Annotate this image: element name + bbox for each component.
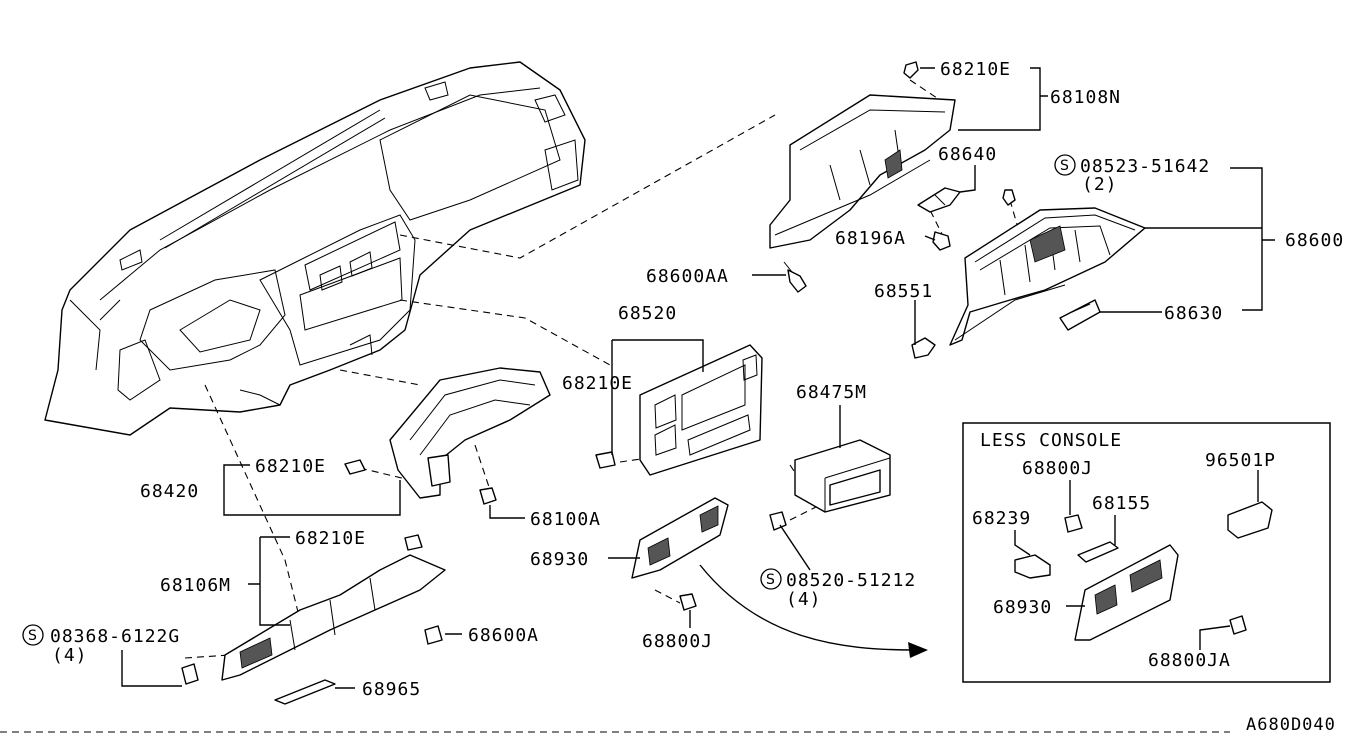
part-68800JA-drawing (1229, 615, 1247, 635)
screw-symbol-08368-text: S (28, 628, 37, 644)
inset-label-96501P: 96501P (1205, 450, 1276, 471)
inset-title: LESS CONSOLE (980, 430, 1122, 451)
label-68551: 68551 (874, 281, 933, 302)
inset-arrowhead (908, 642, 928, 658)
label-68196A: 68196A (835, 228, 906, 249)
inset-frame (962, 422, 1331, 683)
part-68930-drawing (631, 497, 729, 611)
inset-arrow (699, 564, 916, 651)
part-68155-drawing (1077, 541, 1119, 563)
inset-less-console: LESS CONSOLE 68800J 96501P 68239 68155 6… (962, 422, 1331, 683)
inset-label-68239: 68239 (972, 508, 1031, 529)
inset-label-68800J: 68800J (1022, 458, 1093, 479)
part-68239-drawing (1014, 554, 1051, 579)
part-96501P-drawing (1227, 501, 1273, 539)
label-68600AA: 68600AA (646, 266, 729, 287)
label-68520: 68520 (618, 303, 677, 324)
part-68965-drawing (274, 679, 336, 705)
label-68106M: 68106M (160, 575, 231, 596)
label-08523-51642: 08523-51642 (1080, 156, 1210, 177)
label-68640: 68640 (938, 144, 997, 165)
part-68520-drawing (595, 344, 763, 476)
inset-label-68930: 68930 (993, 597, 1052, 618)
label-68800J: 68800J (642, 631, 713, 652)
part-68600-glovebox-drawing (949, 189, 1146, 346)
label-08368-6122G: 08368-6122G (50, 626, 180, 647)
label-08520-qty: (4) (786, 589, 822, 610)
label-68600: 68600 (1285, 230, 1344, 251)
label-68475M: 68475M (796, 382, 867, 403)
label-68100A: 68100A (530, 509, 601, 530)
screw-symbol-08523-text: S (1060, 158, 1069, 174)
inset-label-68155: 68155 (1092, 493, 1151, 514)
part-68475M-drawing (769, 439, 891, 531)
label-08523-qty: (2) (1082, 174, 1118, 195)
screw-symbol-08520-text: S (766, 572, 775, 588)
label-68210E-mid: 68210E (562, 373, 633, 394)
part-68640-drawing (917, 187, 961, 213)
label-68965: 68965 (362, 679, 421, 700)
label-68930: 68930 (530, 549, 589, 570)
callout-lines (121, 67, 1275, 689)
part-68106M-drawing (181, 534, 446, 685)
part-68551-drawing (911, 337, 936, 359)
part-68420-drawing (344, 367, 551, 505)
label-68210E-left: 68210E (255, 456, 326, 477)
label-68630: 68630 (1164, 303, 1223, 324)
label-68600A: 68600A (468, 625, 539, 646)
part-68600AA-drawing (783, 261, 807, 293)
label-68420: 68420 (140, 481, 199, 502)
part-68196A-drawing (932, 231, 951, 251)
part-68108N-drawing (769, 61, 956, 249)
label-08368-qty: (4) (52, 645, 88, 666)
part-68800J-inset-drawing (1064, 514, 1083, 533)
inset-label-68800JA: 68800JA (1148, 650, 1231, 671)
diagram-code: A680D040 (1246, 715, 1336, 735)
label-68108N: 68108N (1050, 87, 1121, 108)
part-68630-drawing (1059, 299, 1101, 331)
screw-symbol-08523 (1054, 154, 1076, 176)
label-08520-51212: 08520-51212 (786, 570, 916, 591)
screw-symbol-08520 (760, 568, 782, 590)
label-68210E-top: 68210E (940, 59, 1011, 80)
label-68210E-low: 68210E (295, 528, 366, 549)
screw-symbol-08368 (22, 624, 44, 646)
instrument-panel-drawing (44, 61, 586, 436)
